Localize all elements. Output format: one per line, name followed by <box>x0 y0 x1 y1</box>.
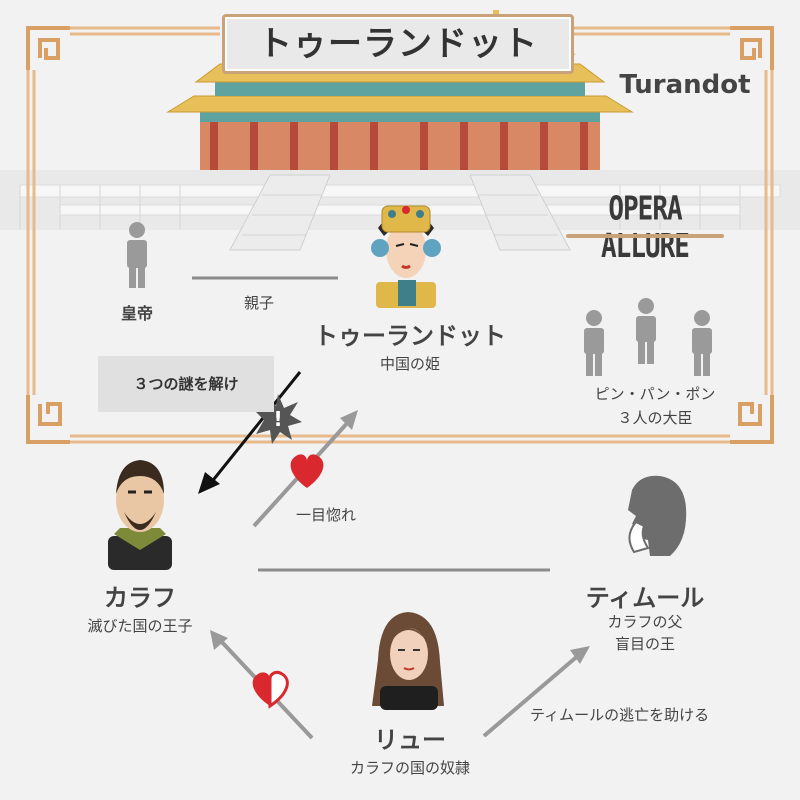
logo-underline <box>566 234 724 238</box>
emperor-name: 皇帝 <box>120 304 153 323</box>
riddle-box <box>98 356 274 412</box>
timur-desc-1: カラフの父 <box>607 613 683 631</box>
liu-name: リュー <box>374 726 446 754</box>
turandot-name: トゥーランドット <box>314 322 506 350</box>
heart-icon <box>290 454 324 488</box>
page-subtitle: Turandot <box>619 70 751 100</box>
turandot-desc: 中国の姫 <box>379 355 440 373</box>
frame-corner-ornaments <box>26 26 774 444</box>
parent-child-label: 親子 <box>244 294 275 312</box>
page-title: トゥーランドット <box>258 24 538 64</box>
timur-desc-2: 盲目の王 <box>614 635 675 653</box>
riddle-label: ３つの謎を解け <box>133 375 239 393</box>
exclamation-burst-icon: ! <box>254 394 302 444</box>
calaf-desc: 滅びた国の王子 <box>87 617 193 635</box>
ministers-desc-2: ３人の大臣 <box>617 409 693 427</box>
love-at-first-sight-label: 一目惚れ <box>296 506 357 524</box>
timur-name: ティムール <box>585 584 705 612</box>
title-frame <box>222 14 574 74</box>
ministers-desc-1: ピン・パン・ポン <box>594 385 716 403</box>
liu-portrait <box>372 612 444 710</box>
emperor-silhouette-icon <box>127 222 147 288</box>
half-heart-icon <box>252 670 289 709</box>
helps-timur-label: ティムールの逃亡を助ける <box>530 706 710 724</box>
liu-to-timur-arrow <box>482 652 582 738</box>
calaf-name: カラフ <box>104 584 176 612</box>
svg-text:!: ! <box>273 407 282 431</box>
opera-allure-logo: OPERA ALLURE <box>601 190 690 266</box>
decorative-frame <box>26 26 774 444</box>
riddle-arrow <box>208 371 302 485</box>
ministers-silhouette-icon <box>584 298 712 376</box>
timur-silhouette-icon <box>628 475 687 556</box>
calaf-portrait <box>108 460 172 570</box>
turandot-portrait <box>371 205 441 308</box>
liu-desc: カラフの国の奴隷 <box>349 759 470 777</box>
